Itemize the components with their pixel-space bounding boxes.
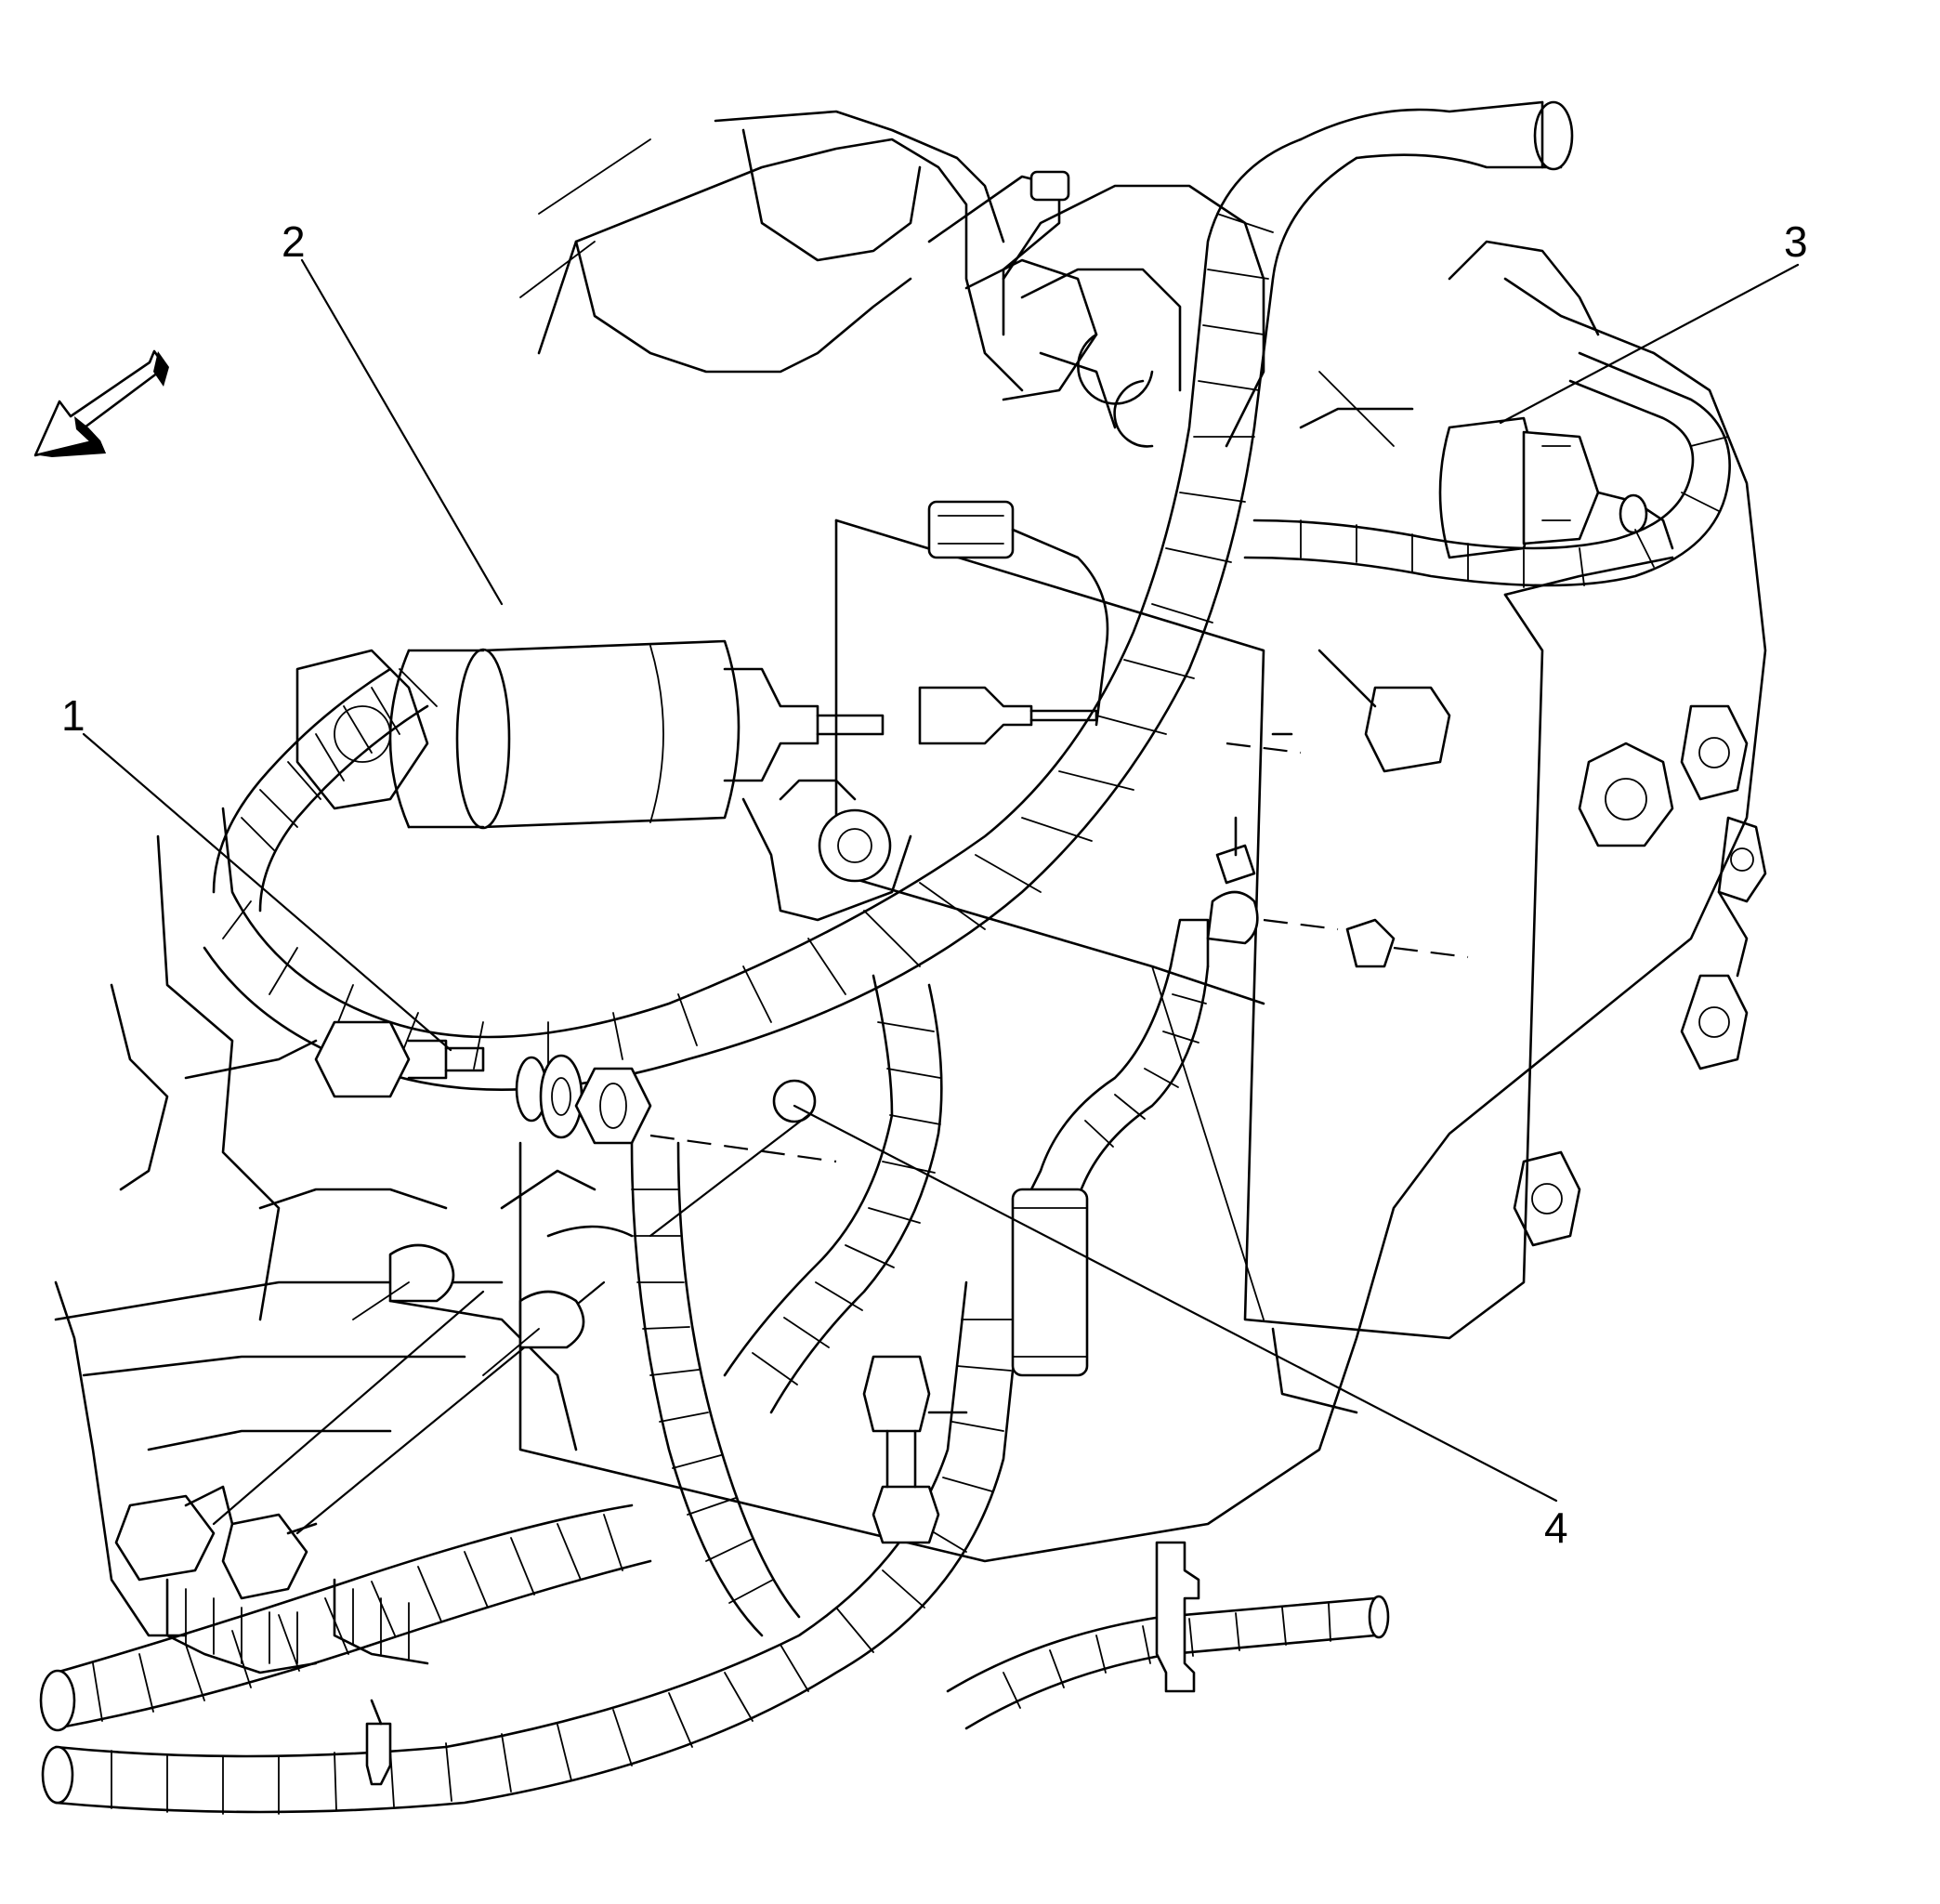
leader-lines [82, 258, 1800, 1503]
callout-3: 3 [1784, 217, 1808, 266]
wiring-harness-lower [39, 816, 1390, 1815]
control-module [927, 170, 1154, 727]
leader-line-3 [1499, 263, 1800, 425]
leader-line-2 [300, 258, 504, 606]
callout-2: 2 [282, 217, 306, 266]
leader-line-1 [82, 732, 452, 1052]
callout-1: 1 [61, 691, 85, 740]
starter-motor [388, 639, 1098, 922]
connector-3 [1438, 416, 1674, 559]
callout-4: 4 [1544, 1504, 1568, 1552]
callouts: 1 2 3 4 [61, 217, 1808, 1552]
starter-terminal-hardware [114, 649, 1469, 1786]
forward-direction-arrow-icon [33, 349, 169, 457]
leader-line-4 [793, 1104, 1558, 1503]
